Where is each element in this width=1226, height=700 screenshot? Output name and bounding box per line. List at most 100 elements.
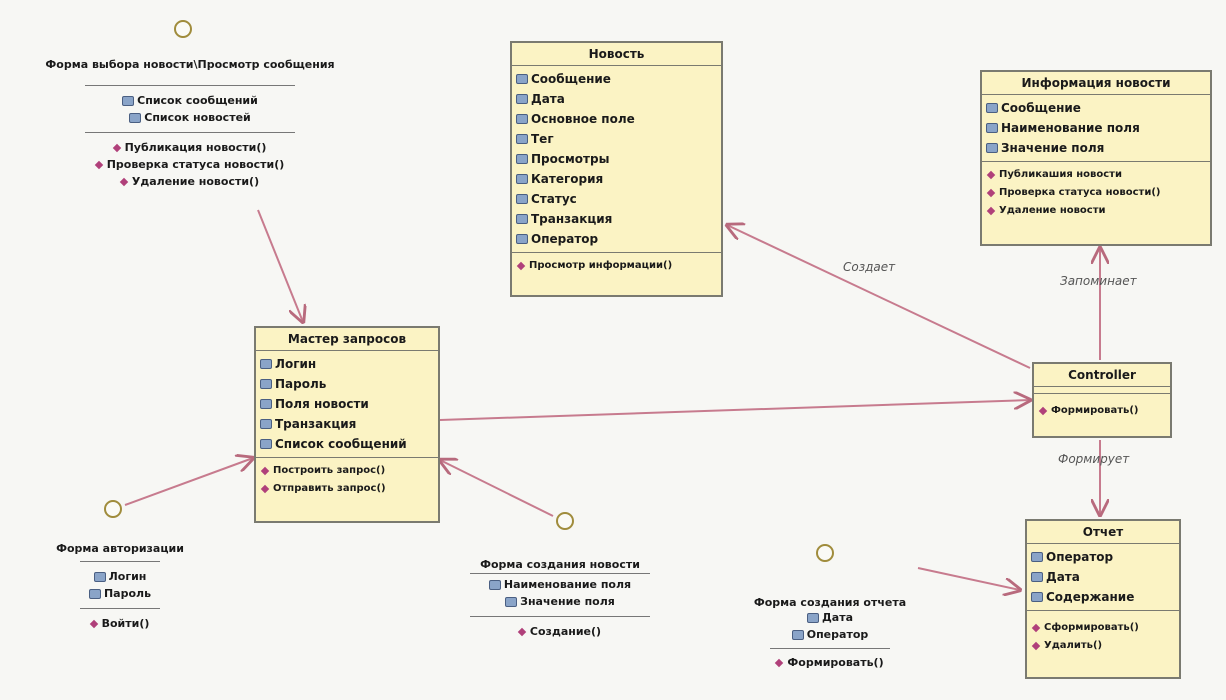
- link-auth-form-to-query-master: [124, 458, 253, 506]
- interface-news-create-form[interactable]: Форма создания новости Наименование поля…: [445, 558, 675, 640]
- divider: [80, 608, 160, 609]
- attribute-row: Наименование поля: [986, 118, 1206, 138]
- attribute-row: Просмотры: [516, 149, 717, 169]
- attribute-row: Наименование поля: [445, 576, 675, 593]
- attribute-icon: [986, 143, 998, 153]
- attribute-icon: [1031, 592, 1043, 602]
- attribute-icon: [516, 214, 528, 224]
- attribute-row: Значение поля: [445, 593, 675, 610]
- attribute-row: Сообщение: [516, 69, 717, 89]
- attribute-icon: [505, 596, 518, 607]
- class-controller-title: Controller: [1034, 364, 1170, 387]
- operation-row: Публикация новости(): [20, 139, 360, 156]
- class-report[interactable]: Отчет Оператор Дата Содержание Сформиров…: [1025, 519, 1181, 679]
- attribute-row: Поля новости: [260, 394, 434, 414]
- class-news-info-title: Информация новости: [982, 72, 1210, 95]
- operation-icon: [119, 177, 129, 186]
- interface-circle-icon: [556, 512, 574, 530]
- attribute-row: Оператор: [720, 626, 940, 643]
- attribute-icon: [986, 123, 998, 133]
- divider: [85, 85, 295, 86]
- attribute-row: Основное поле: [516, 109, 717, 129]
- class-query-master-operations: Построить запрос() Отправить запрос(): [256, 458, 438, 502]
- attribute-icon: [516, 134, 528, 144]
- attribute-row: Список сообщений: [20, 92, 360, 109]
- operation-row: Удаление новости: [986, 202, 1204, 220]
- class-news-info-attributes: Сообщение Наименование поля Значение пол…: [982, 95, 1210, 162]
- operation-row: Удаление новости(): [20, 173, 360, 190]
- attribute-row: Содержание: [1031, 587, 1175, 607]
- attribute-row: Пароль: [260, 374, 434, 394]
- interface-news-select-form[interactable]: Форма выбора новости\Просмотр сообщения …: [20, 58, 360, 190]
- interface-news-create-form-name: Форма создания новости: [480, 558, 640, 571]
- operation-icon: [986, 206, 996, 216]
- attribute-row: Транзакция: [516, 209, 717, 229]
- operation-icon: [94, 160, 103, 169]
- attribute-icon: [260, 399, 272, 409]
- link-controller-to-news: [727, 225, 1031, 369]
- class-report-operations: Сформировать() Удалить(): [1027, 611, 1179, 659]
- divider: [470, 616, 650, 617]
- attribute-icon: [260, 379, 272, 389]
- attribute-row: Оператор: [1031, 547, 1175, 567]
- divider: [470, 573, 650, 574]
- attribute-icon: [516, 94, 528, 104]
- operation-row: Построить запрос(): [260, 462, 432, 480]
- attribute-icon: [791, 629, 804, 640]
- class-query-master-attributes: Логин Пароль Поля новости Транзакция Спи…: [256, 351, 438, 458]
- attribute-icon: [1031, 572, 1043, 582]
- attribute-icon: [488, 579, 501, 590]
- class-news-info-operations: Публикашия новости Проверка статуса ново…: [982, 162, 1210, 224]
- divider: [85, 132, 295, 133]
- operation-icon: [1031, 623, 1041, 633]
- attribute-icon: [260, 359, 272, 369]
- class-controller[interactable]: Controller Формировать(): [1032, 362, 1172, 438]
- attribute-icon: [260, 419, 272, 429]
- attribute-icon: [1031, 552, 1043, 562]
- operation-icon: [986, 170, 996, 180]
- operation-icon: [516, 261, 526, 271]
- class-controller-attributes: [1034, 387, 1170, 394]
- attribute-row: Логин: [20, 568, 220, 585]
- attribute-icon: [516, 154, 528, 164]
- attribute-row: Статус: [516, 189, 717, 209]
- link-select-form-to-query-master: [257, 209, 303, 322]
- operation-row: Проверка статуса новости(): [20, 156, 360, 173]
- attribute-icon: [260, 439, 272, 449]
- attribute-row: Тег: [516, 129, 717, 149]
- class-report-title: Отчет: [1027, 521, 1179, 544]
- class-news-info[interactable]: Информация новости Сообщение Наименовани…: [980, 70, 1212, 246]
- interface-auth-form[interactable]: Форма авторизации Логин Пароль Войти(): [20, 542, 220, 632]
- interface-report-create-form-name: Форма создания отчета: [753, 596, 907, 609]
- class-report-attributes: Оператор Дата Содержание: [1027, 544, 1179, 611]
- operation-row: Удалить(): [1031, 637, 1173, 655]
- operation-icon: [1038, 406, 1048, 416]
- attribute-icon: [516, 194, 528, 204]
- attribute-row: Оператор: [516, 229, 717, 249]
- divider: [80, 561, 160, 562]
- attribute-row: Сообщение: [986, 98, 1206, 118]
- class-news-operations: Просмотр информации(): [512, 253, 721, 279]
- attribute-row: Дата: [516, 89, 717, 109]
- operation-icon: [112, 143, 121, 152]
- class-news[interactable]: Новость Сообщение Дата Основное поле Тег…: [510, 41, 723, 297]
- attribute-row: Транзакция: [260, 414, 434, 434]
- attribute-icon: [806, 612, 819, 623]
- interface-circle-icon: [104, 500, 122, 518]
- operation-row: Создание(): [445, 623, 675, 640]
- operation-icon: [986, 188, 996, 198]
- attribute-row: Дата: [720, 609, 940, 626]
- operation-row: Проверка статуса новости(): [986, 184, 1204, 202]
- operation-row: Войти(): [20, 615, 220, 632]
- attribute-icon: [516, 174, 528, 184]
- class-query-master[interactable]: Мастер запросов Логин Пароль Поля новост…: [254, 326, 440, 523]
- link-query-master-to-controller: [439, 400, 1030, 421]
- attribute-icon: [129, 112, 142, 123]
- operation-row: Формировать(): [720, 654, 940, 671]
- operation-icon: [775, 658, 784, 667]
- attribute-icon: [93, 571, 106, 582]
- link-report-form-to-report: [917, 567, 1020, 590]
- interface-report-create-form[interactable]: Форма создания отчета Дата Оператор Форм…: [720, 596, 940, 671]
- operation-icon: [517, 627, 527, 636]
